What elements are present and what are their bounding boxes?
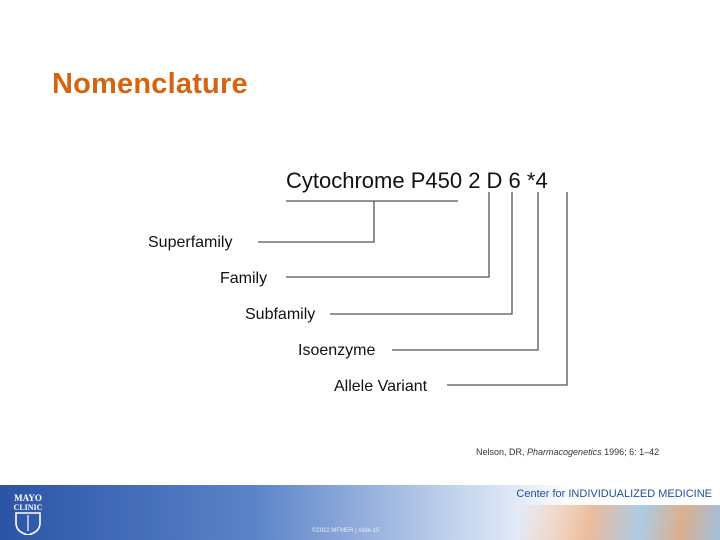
- label-superfamily: Superfamily: [148, 234, 232, 251]
- shield-icon: [15, 512, 41, 535]
- mayo-clinic-logo: MAYO CLINIC: [14, 493, 43, 535]
- label-allele-variant: Allele Variant: [334, 378, 428, 395]
- family-connector: [286, 192, 490, 278]
- superfamily-connector: [258, 201, 375, 243]
- logo-line-1: MAYO: [14, 493, 42, 503]
- citation-details: 1996; 6: 1–42: [604, 447, 660, 457]
- citation: Nelson, DR, Pharmacogenetics 1996; 6: 1–…: [476, 447, 659, 457]
- slide-title: Nomenclature: [52, 68, 248, 100]
- footer-tagline: Center for INDIVIDUALIZED MEDICINE: [516, 488, 712, 500]
- label-subfamily: Subfamily: [245, 306, 315, 323]
- footer-slide-info: ©2012 MFMER | slide-15: [312, 528, 380, 534]
- footer-artwork: [520, 505, 720, 540]
- logo-line-2: CLINIC: [14, 503, 43, 512]
- allele-variant-connector: [447, 192, 568, 386]
- subfamily-connector: [330, 192, 513, 315]
- label-isoenzyme: Isoenzyme: [298, 342, 375, 359]
- diagram-header: Cytochrome P450 2 D 6 *4: [286, 168, 548, 193]
- citation-journal: Pharmacogenetics: [527, 447, 602, 457]
- isoenzyme-connector: [392, 192, 539, 351]
- citation-author: Nelson, DR,: [476, 447, 525, 457]
- connector-lines: [258, 192, 568, 386]
- label-family: Family: [220, 270, 267, 287]
